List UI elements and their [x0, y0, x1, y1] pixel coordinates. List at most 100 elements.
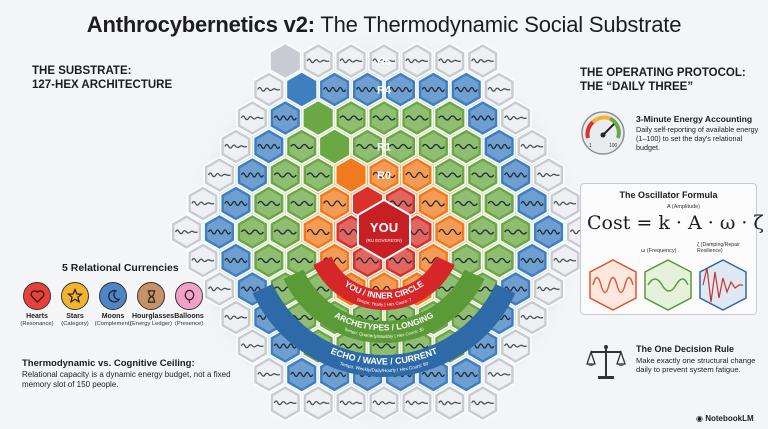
hex-cell — [516, 185, 548, 222]
gauge-min-label: 1 — [589, 143, 592, 149]
hex-cell — [236, 213, 269, 251]
scale-icon — [586, 345, 626, 379]
hex-cell — [401, 384, 433, 422]
hex-cell — [252, 242, 285, 279]
hex-cell — [269, 156, 302, 194]
ring-label: R4 — [377, 85, 392, 97]
hex-cell — [483, 356, 516, 393]
ring-label: R1 — [377, 142, 391, 154]
wave-hex-red — [589, 259, 637, 311]
center-title: YOU — [370, 220, 398, 235]
oscillator-wave-hexes — [589, 259, 747, 311]
hex-cell — [433, 42, 466, 80]
hex-cell — [532, 270, 565, 308]
rule-text: Make exactly one structural change daily… — [636, 356, 756, 374]
hex-cell — [269, 42, 302, 80]
notebooklm-logo-icon: ◉ — [696, 414, 706, 423]
hex-cell — [335, 156, 367, 194]
hex-cell — [236, 156, 269, 194]
hex-cell — [401, 99, 433, 137]
hex-cell — [368, 384, 400, 422]
hex-cell — [187, 185, 219, 222]
hex-cell — [351, 71, 384, 108]
ring-label: R0 — [377, 170, 391, 182]
hex-cell — [384, 128, 417, 165]
hex-cell — [219, 242, 252, 279]
hex-cell — [318, 71, 351, 108]
ring-label: R6 — [377, 56, 391, 68]
hex-cell — [483, 242, 516, 279]
substrate-heading: THE SUBSTRATE: 127-HEX ARCHITECTURE — [32, 64, 172, 92]
hex-cell — [450, 185, 483, 222]
ceiling-text: Relational capacity is a dynamic energy … — [22, 370, 231, 389]
hex-cell — [285, 128, 318, 165]
hex-cell — [499, 99, 532, 137]
moon-icon — [99, 282, 127, 310]
hex-cell — [252, 128, 285, 165]
hex-cell — [433, 99, 466, 137]
substrate-heading-line2: 127-HEX ARCHITECTURE — [32, 79, 173, 91]
hex-cell — [252, 356, 285, 393]
hex-cell — [450, 71, 483, 108]
wave-hex-blue — [699, 259, 747, 311]
hex-cell — [466, 213, 499, 251]
hex-cell — [417, 71, 450, 108]
amplitude-label: A (Amplitude) — [667, 204, 701, 210]
currency-name: Hearts — [26, 313, 48, 320]
hex-cell — [219, 299, 252, 336]
hex-cell — [318, 185, 351, 222]
hex-cell — [302, 99, 335, 137]
hex-cell — [499, 327, 532, 365]
hex-cell — [401, 156, 433, 194]
hex-cell — [483, 128, 516, 165]
currency-moons: Moons(Complement) — [94, 282, 132, 328]
hex-cell — [335, 384, 367, 422]
hex-cell — [433, 384, 466, 422]
oscillator-title: The Oscillator Formula — [619, 190, 718, 200]
hex-cell — [499, 156, 532, 194]
hex-cell — [532, 156, 565, 194]
center-you-hex: YOU (RU EDVEREON) — [357, 198, 411, 262]
wave-hex-green — [644, 259, 692, 311]
hex-cell — [499, 213, 532, 251]
hex-cell — [219, 128, 252, 165]
hex-cell — [516, 128, 548, 165]
hex-cell — [368, 42, 400, 80]
hex-cell — [335, 99, 367, 137]
hex-cell — [203, 213, 236, 251]
hex-cell — [302, 213, 335, 251]
hex-cell — [466, 99, 499, 137]
hex-cell — [285, 356, 318, 393]
hex-cell — [302, 42, 335, 80]
hex-cell — [384, 71, 417, 108]
currency-sub: (Resonance) — [20, 321, 54, 327]
hex-cell — [269, 384, 302, 422]
hex-cell — [351, 128, 384, 165]
hex-cell — [236, 327, 269, 365]
hex-cell — [170, 213, 203, 251]
hourglass-icon — [137, 282, 165, 310]
currency-sub: (Category) — [61, 321, 89, 327]
oscillator-card: The Oscillator Formula A (Amplitude) Cos… — [580, 183, 764, 315]
currency-sub: (Presence) — [174, 321, 204, 327]
hex-cell — [335, 42, 367, 80]
heart-icon — [23, 282, 51, 310]
currency-name: Moons — [101, 313, 125, 320]
hex-cell — [203, 270, 236, 308]
title-bold: Anthrocybernetics v2: — [86, 12, 315, 37]
hex-cell — [285, 185, 318, 222]
currency-name: Hourglasses — [132, 313, 175, 320]
currency-name: Stars — [66, 313, 84, 320]
currency-hearts: Hearts(Resonance) — [18, 282, 56, 328]
hex-cell — [302, 384, 335, 422]
hex-cell — [483, 185, 516, 222]
hex-cell — [466, 384, 499, 422]
hex-cell — [532, 213, 565, 251]
hex-cell — [450, 356, 483, 393]
hex-cell — [450, 128, 483, 165]
hex-cell — [417, 185, 450, 222]
hex-cell — [466, 42, 499, 80]
center-subtitle: (RU EDVEREON) — [366, 238, 403, 243]
gauge-icon: 1 100 — [581, 111, 625, 155]
